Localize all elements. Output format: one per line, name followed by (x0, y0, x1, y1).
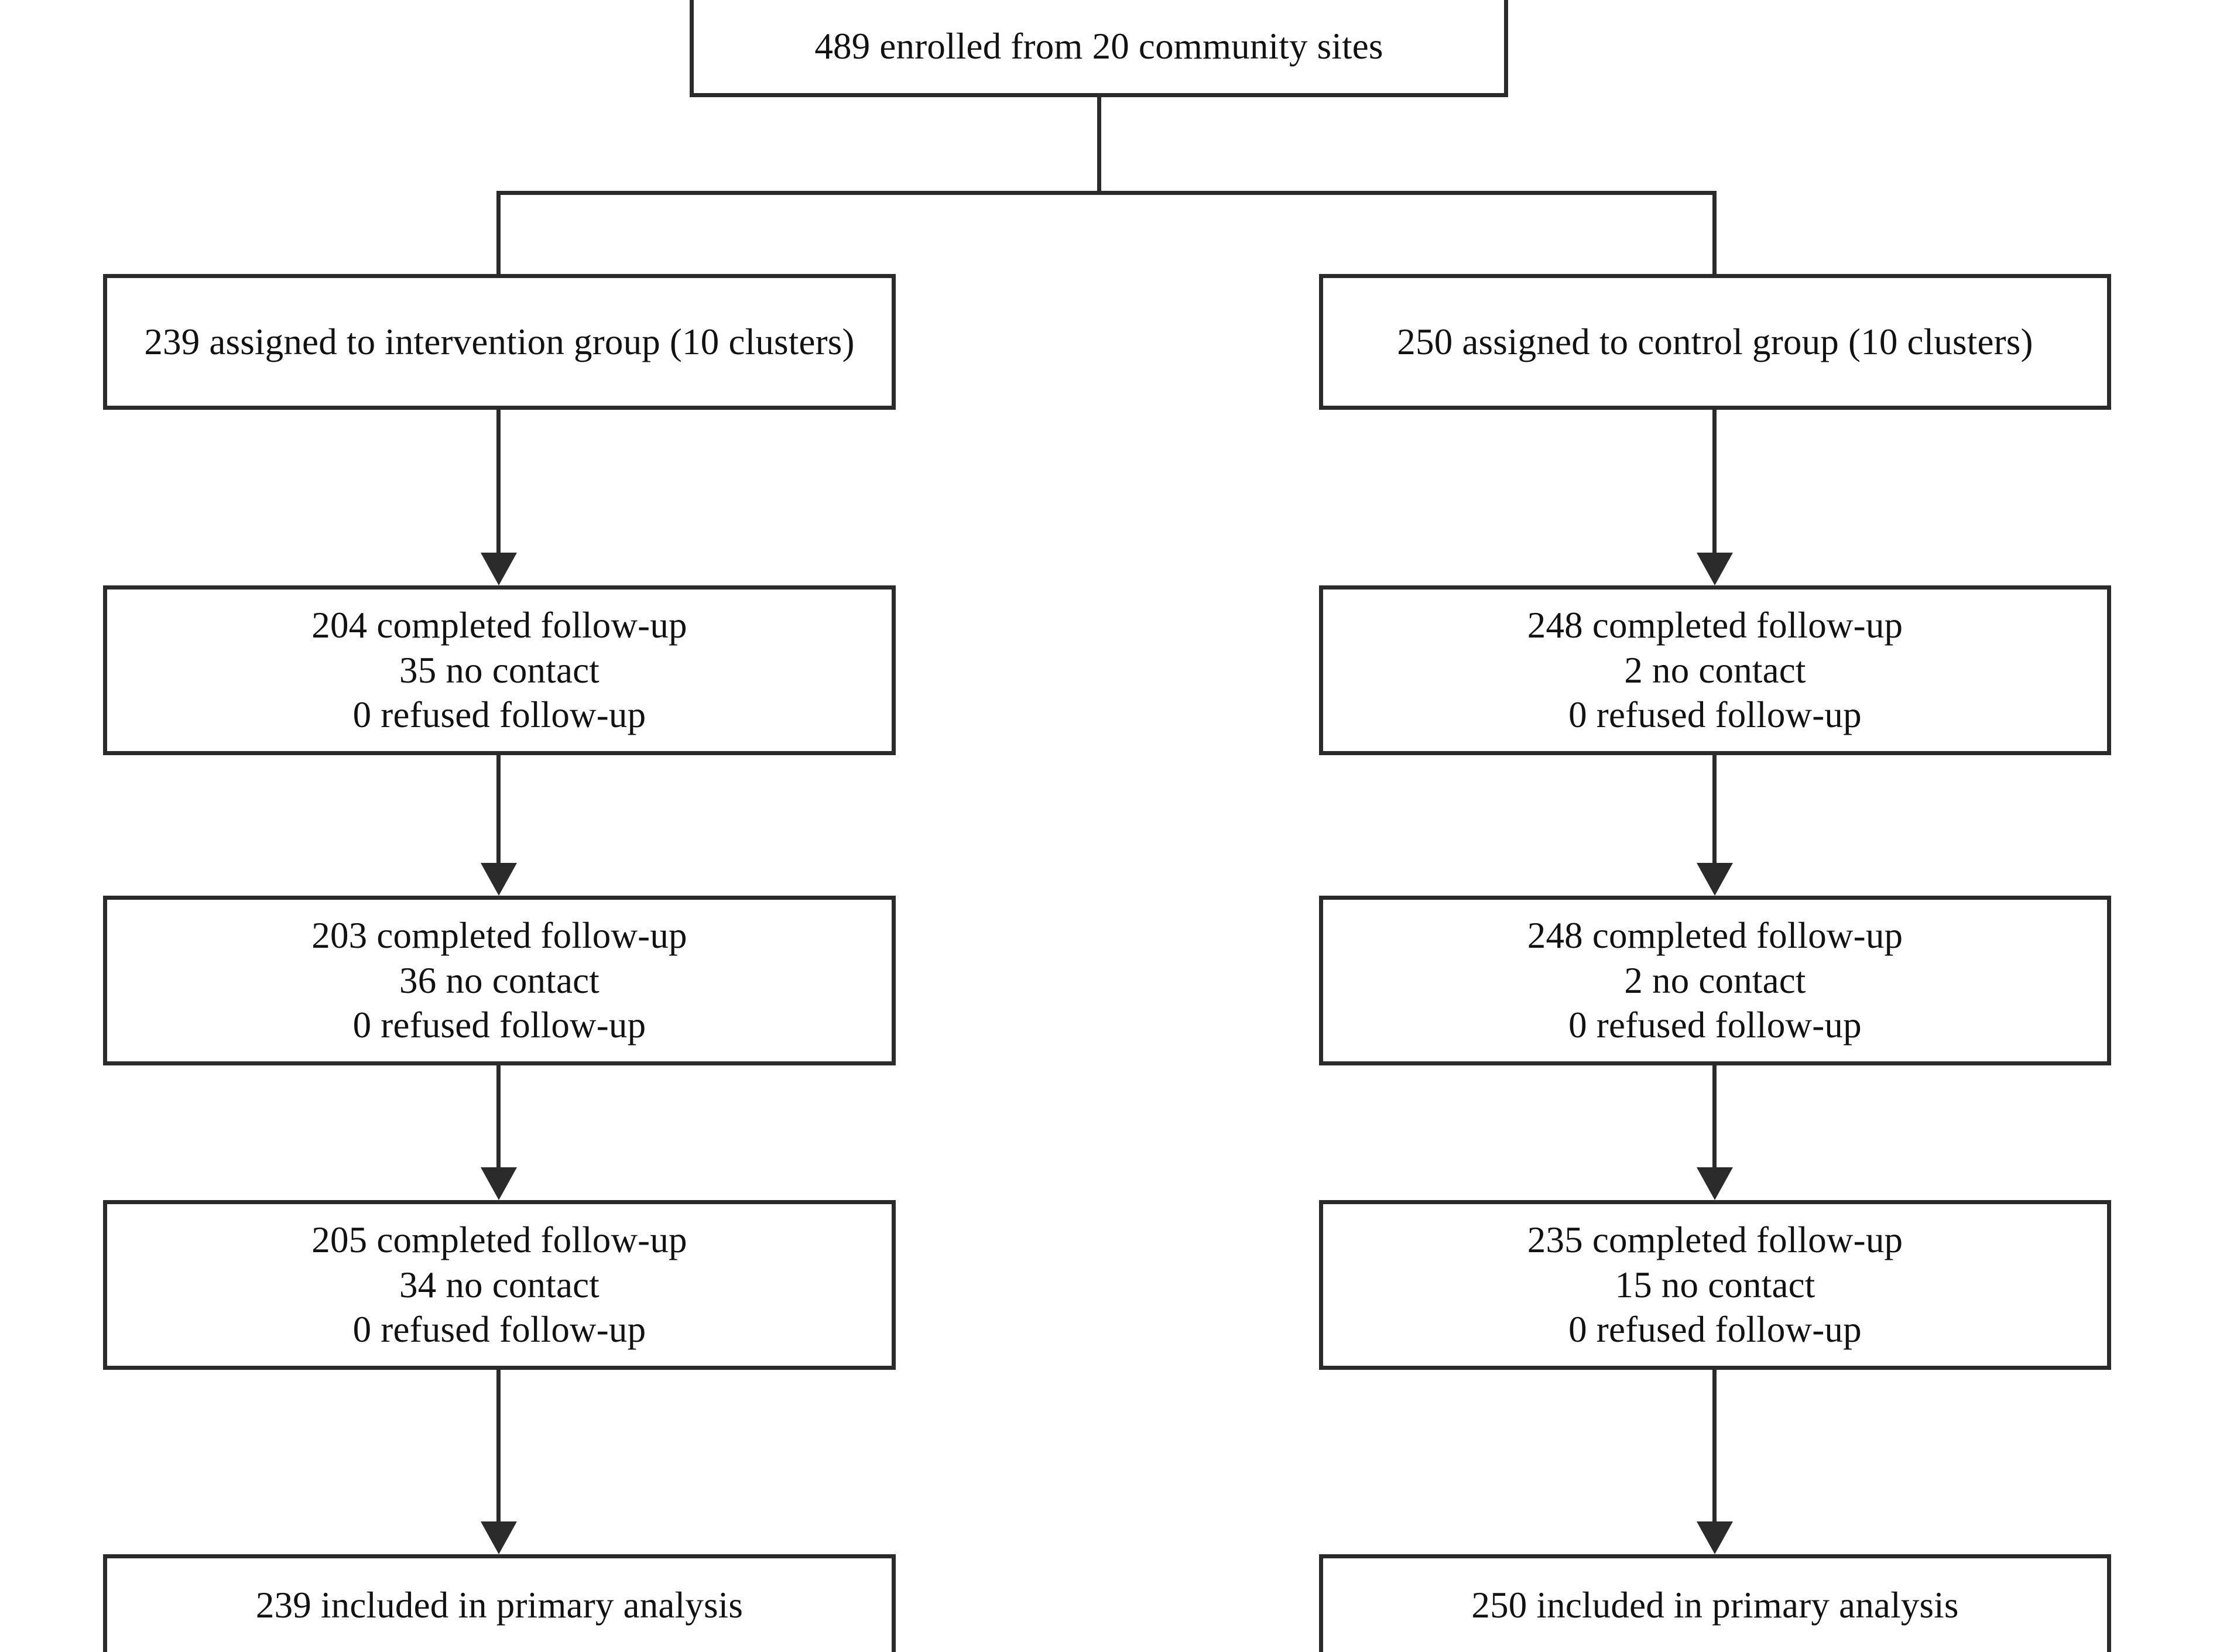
analysis-box-intervention: 239 included in primary analysis (103, 1554, 896, 1652)
analysis-label-control: 250 included in primary analysis (1471, 1584, 1959, 1626)
followup-1-control-line-2: 2 no contact (1624, 649, 1806, 691)
enrollment-split-drop-control (1712, 191, 1717, 276)
analysis-label-intervention: 239 included in primary analysis (255, 1584, 744, 1626)
followup-1-control-line-3: 0 refused follow-up (1568, 694, 1862, 736)
analysis-box-control: 250 included in primary analysis (1319, 1554, 2111, 1652)
followup-2-intervention-line-1: 203 completed follow-up (311, 914, 687, 956)
followup-box-1-control: 248 completed follow-up 2 no contact 0 r… (1319, 585, 2111, 755)
arrow-intervention-followup-1-to-2 (481, 755, 517, 896)
enrollment-split-bar (496, 191, 1717, 195)
followup-box-3-control: 235 completed follow-up 15 no contact 0 … (1319, 1200, 2111, 1370)
allocation-label-control: 250 assigned to control group (10 cluste… (1397, 321, 2033, 362)
followup-box-3-intervention: 205 completed follow-up 34 no contact 0 … (103, 1200, 896, 1370)
allocation-label-intervention: 239 assigned to intervention group (10 c… (144, 321, 855, 362)
followup-2-control-line-2: 2 no contact (1624, 959, 1806, 1001)
arrow-intervention-followup-2-to-3 (481, 1065, 517, 1200)
enrollment-split-stem (1097, 95, 1101, 193)
enrollment-split-drop-intervention (496, 191, 501, 276)
followup-1-control-line-1: 248 completed follow-up (1527, 604, 1903, 646)
followup-3-control-line-3: 0 refused follow-up (1568, 1309, 1862, 1351)
followup-2-control-line-1: 248 completed follow-up (1527, 914, 1903, 956)
allocation-box-control: 250 assigned to control group (10 cluste… (1319, 274, 2111, 410)
followup-3-intervention-line-3: 0 refused follow-up (352, 1309, 646, 1351)
enrollment-label: 489 enrolled from 20 community sites (814, 26, 1383, 67)
enrollment-box: 489 enrolled from 20 community sites (690, 0, 1508, 97)
followup-box-2-intervention: 203 completed follow-up 36 no contact 0 … (103, 896, 896, 1065)
followup-2-intervention-line-2: 36 no contact (399, 959, 600, 1001)
followup-box-1-intervention: 204 completed follow-up 35 no contact 0 … (103, 585, 896, 755)
arrow-control-allocation-to-followup-1 (1697, 410, 1733, 585)
followup-2-intervention-line-3: 0 refused follow-up (352, 1005, 646, 1046)
followup-1-intervention-line-3: 0 refused follow-up (352, 694, 646, 736)
arrow-control-followup-2-to-3 (1697, 1065, 1733, 1200)
arrow-intervention-allocation-to-followup-1 (481, 410, 517, 585)
followup-3-intervention-line-2: 34 no contact (399, 1264, 600, 1305)
followup-1-intervention-line-1: 204 completed follow-up (311, 604, 687, 646)
followup-3-control-line-2: 15 no contact (1615, 1264, 1815, 1305)
followup-3-control-line-1: 235 completed follow-up (1527, 1219, 1903, 1260)
followup-1-intervention-line-2: 35 no contact (399, 649, 600, 691)
allocation-box-intervention: 239 assigned to intervention group (10 c… (103, 274, 896, 410)
arrow-control-followup-3-to-analysis (1697, 1370, 1733, 1554)
followup-2-control-line-3: 0 refused follow-up (1568, 1005, 1862, 1046)
arrow-intervention-followup-3-to-analysis (481, 1370, 517, 1554)
arrow-control-followup-1-to-2 (1697, 755, 1733, 896)
followup-box-2-control: 248 completed follow-up 2 no contact 0 r… (1319, 896, 2111, 1065)
followup-3-intervention-line-1: 205 completed follow-up (311, 1219, 687, 1260)
